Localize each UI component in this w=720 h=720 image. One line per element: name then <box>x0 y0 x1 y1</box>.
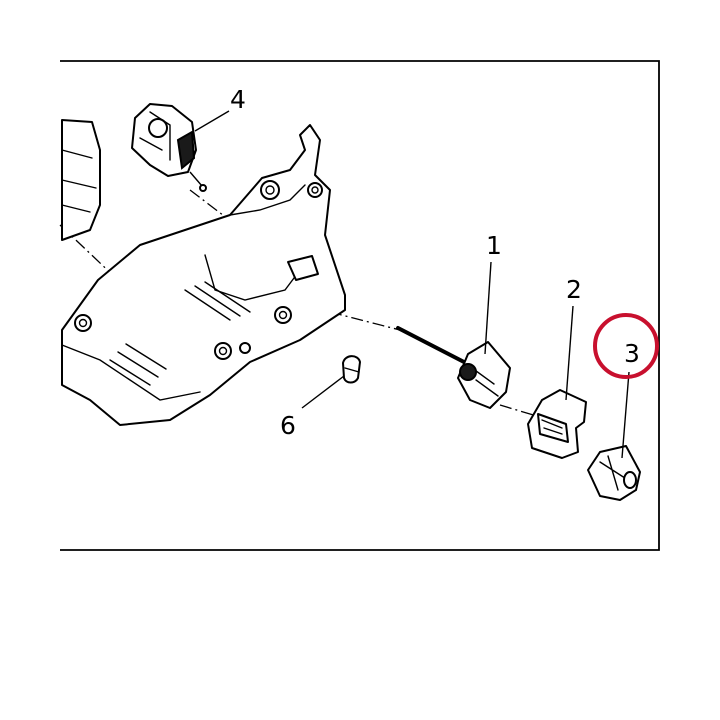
highlight-circle <box>593 313 659 379</box>
part-2-connector <box>527 389 587 459</box>
main-housing <box>61 119 346 426</box>
callout-leaders <box>194 110 630 459</box>
diagram-frame <box>60 60 660 551</box>
part-6-clip <box>342 355 361 384</box>
callout-4-label: 4 <box>230 85 246 114</box>
callout-2-label: 2 <box>566 275 582 304</box>
callout-6-label: 6 <box>280 411 296 440</box>
part-4-bracket <box>131 103 207 192</box>
part-3-cap <box>587 445 641 501</box>
part-1-sensor <box>396 326 511 409</box>
callout-1-label: 1 <box>486 231 502 260</box>
callout-3-label: 3 <box>624 339 640 368</box>
